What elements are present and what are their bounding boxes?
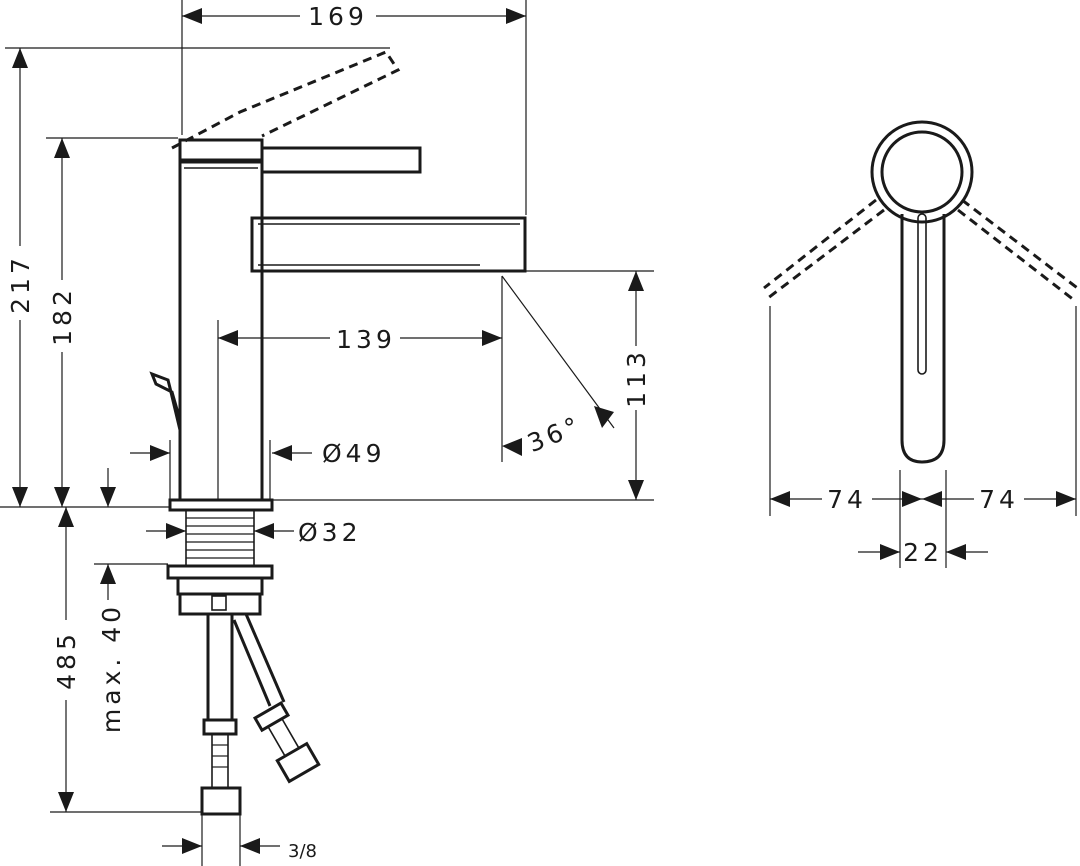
dim-spout-reach: 139 <box>336 325 396 354</box>
dim-lever-width: 22 <box>903 538 943 567</box>
shank-threads <box>186 517 254 559</box>
dim-max-thickness: max. 40 <box>97 603 126 733</box>
dim-lever-swing-right: 74 <box>979 485 1019 514</box>
dimension-lines-side <box>0 0 654 866</box>
dim-lever-swing-left: 74 <box>827 485 867 514</box>
lever-swing-dashed <box>763 198 1080 302</box>
dim-spout-height: 113 <box>622 348 651 408</box>
faucet-top-view <box>763 120 1080 464</box>
dim-total-height: 217 <box>6 254 35 314</box>
dim-width-top: 169 <box>308 2 368 31</box>
dim-body-height: 182 <box>48 286 77 346</box>
dimension-lines-top <box>769 306 1077 568</box>
dimension-labels: 169 217 182 139 113 36° Ø49 Ø32 485 max.… <box>6 2 1019 862</box>
dim-body-diameter: Ø49 <box>322 439 386 468</box>
dim-total-depth: 485 <box>52 630 81 690</box>
lever-raised-dashed <box>171 50 401 150</box>
dim-connection-size: 3/8 <box>288 841 317 862</box>
faucet-side-view <box>149 50 527 816</box>
dim-shank-diameter: Ø32 <box>298 518 362 547</box>
dim-spout-angle: 36° <box>523 410 586 458</box>
